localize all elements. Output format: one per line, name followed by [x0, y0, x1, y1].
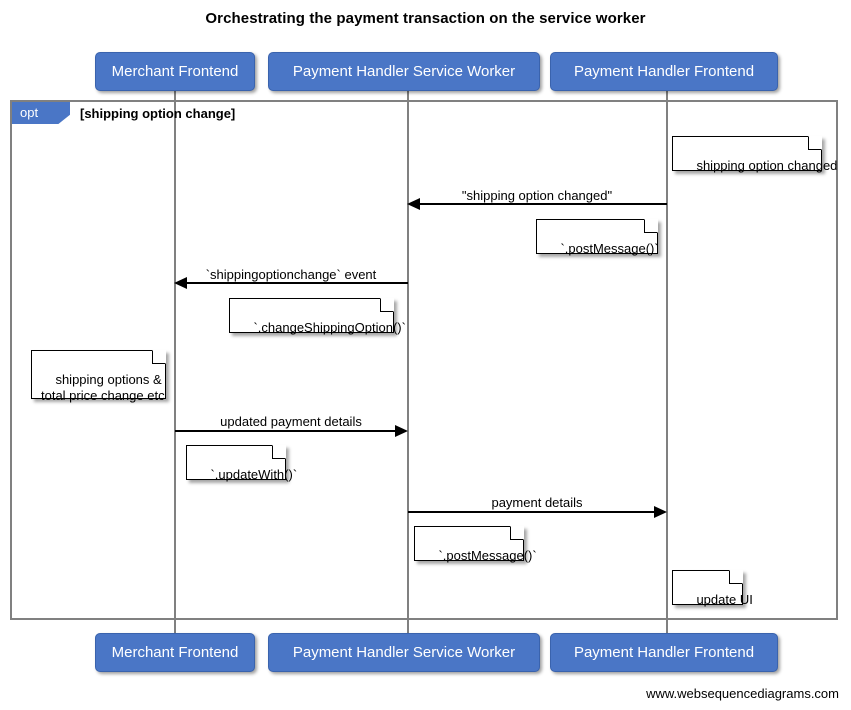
note-text: update UI	[696, 592, 753, 607]
note-shipping-options-total-price: shipping options & total price change et…	[31, 350, 166, 403]
note-change-shipping-option: `.changeShippingOption()`	[229, 298, 406, 335]
note-text: `.updateWith()`	[210, 467, 298, 482]
arrowhead-left-icon	[407, 198, 420, 210]
note-text: shipping option changed	[696, 158, 838, 173]
participant-merchant-frontend-top[interactable]: Merchant Frontend	[95, 52, 255, 91]
note-text: shipping options & total price change et…	[41, 372, 165, 403]
note-update-with: `.updateWith()`	[186, 445, 297, 482]
note-post-message-1: `.postMessage()`	[536, 219, 659, 256]
participant-label: Merchant Frontend	[111, 63, 239, 80]
participant-payment-handler-service-worker-bottom[interactable]: Payment Handler Service Worker	[268, 633, 540, 672]
arrowhead-left-icon	[174, 277, 187, 289]
note-text: `.postMessage()`	[438, 548, 537, 563]
participant-payment-handler-service-worker-top[interactable]: Payment Handler Service Worker	[268, 52, 540, 91]
participant-label: Payment Handler Frontend	[573, 644, 755, 661]
footer-watermark: www.websequencediagrams.com	[646, 686, 839, 701]
arrowhead-right-icon	[654, 506, 667, 518]
participant-label: Payment Handler Frontend	[573, 63, 755, 80]
lifeline-payment-handler-service-worker	[407, 90, 409, 635]
participant-payment-handler-frontend-top[interactable]: Payment Handler Frontend	[550, 52, 778, 91]
note-text: `.postMessage()`	[560, 241, 659, 256]
message-label-updated-payment-details: updated payment details	[220, 414, 362, 429]
participant-merchant-frontend-bottom[interactable]: Merchant Frontend	[95, 633, 255, 672]
message-label-payment-details: payment details	[491, 495, 583, 510]
page-title: Orchestrating the payment transaction on…	[205, 10, 646, 27]
message-line-shipping-option-changed	[420, 203, 667, 205]
note-shipping-option-changed: shipping option changed	[672, 136, 837, 173]
opt-fragment-frame	[10, 100, 838, 620]
message-label-shipping-option-changed: "shipping option changed"	[461, 188, 613, 203]
participant-payment-handler-frontend-bottom[interactable]: Payment Handler Frontend	[550, 633, 778, 672]
message-line-payment-details	[408, 511, 654, 513]
note-text: `.changeShippingOption()`	[253, 320, 406, 335]
arrowhead-right-icon	[395, 425, 408, 437]
opt-fragment-tag: opt	[12, 102, 70, 124]
participant-label: Merchant Frontend	[111, 644, 239, 661]
participant-label: Payment Handler Service Worker	[292, 63, 516, 80]
note-post-message-2: `.postMessage()`	[414, 526, 537, 563]
lifeline-merchant-frontend	[174, 90, 176, 635]
participant-label: Payment Handler Service Worker	[292, 644, 516, 661]
lifeline-payment-handler-frontend	[666, 90, 668, 635]
message-line-shippingoptionchange-event	[187, 282, 408, 284]
note-update-ui: update UI	[672, 570, 753, 607]
message-label-shippingoptionchange-event: `shippingoptionchange` event	[205, 267, 377, 282]
message-line-updated-payment-details	[175, 430, 395, 432]
opt-fragment-condition: [shipping option change]	[80, 106, 236, 121]
